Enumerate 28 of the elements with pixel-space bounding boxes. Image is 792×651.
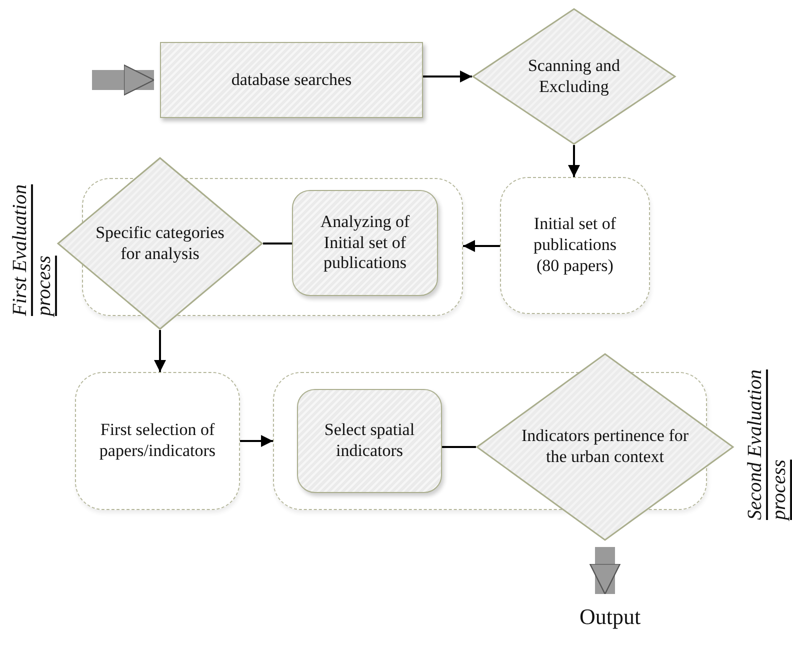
node-label: Indicators pertinence for the urban context [520,426,690,468]
arrow [423,70,472,82]
arrow [240,435,273,447]
decision-diamond [57,157,263,330]
decision-diamond [472,8,676,145]
arrow [154,330,166,372]
node-label: Scanning and Excluding [526,56,622,98]
node-label: Initial set of publications (80 papers) [532,214,618,277]
node-label: First selection of papers/indicators [98,420,217,462]
process-box [160,42,423,118]
connector-line [263,242,292,244]
decision-diamond [476,353,734,541]
arrow [568,145,580,177]
node-label: Specific categories for analysis [94,222,226,264]
block-arrow [92,64,155,96]
connector-line [442,446,476,448]
node-label: database searches [231,70,352,90]
node-label: Select spatial indicators [323,420,416,462]
block-arrow [589,547,621,595]
process-box [292,190,438,296]
group-heading: First Evaluation process [8,183,56,316]
arrow [463,240,500,252]
process-box [297,389,442,493]
output-label: Output [579,604,641,630]
group-heading: Second Evaluation process [743,368,791,520]
dashed-box [500,177,650,314]
node-label: Analyzing of Initial set of publications [319,212,411,274]
dashed-box [75,372,240,510]
